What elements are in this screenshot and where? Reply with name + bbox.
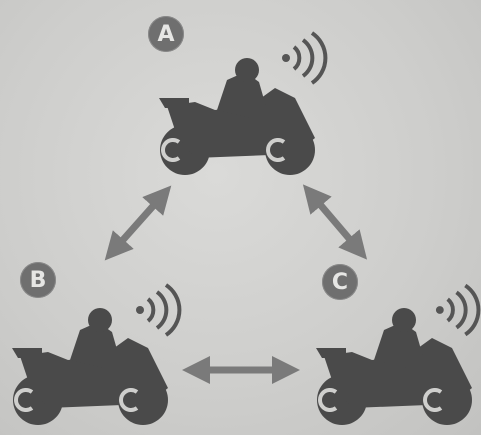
wireless-signal-icon <box>435 283 481 337</box>
motorcycle-rider-icon <box>316 308 472 425</box>
node-b-badge: B <box>20 262 56 298</box>
node-c-badge: C <box>322 264 358 300</box>
motorcycle-rider-icon <box>159 58 315 175</box>
wireless-signal-icon <box>136 283 182 337</box>
node-a-badge: A <box>148 16 184 52</box>
wireless-signal-icon <box>282 31 328 85</box>
motorcycle-rider-icon <box>12 308 168 425</box>
node-a-label: A <box>157 21 175 47</box>
arrow-a-c <box>302 184 368 260</box>
arrow-a-b <box>104 185 172 261</box>
node-b-label: B <box>29 267 47 293</box>
node-c-label: C <box>331 269 349 295</box>
